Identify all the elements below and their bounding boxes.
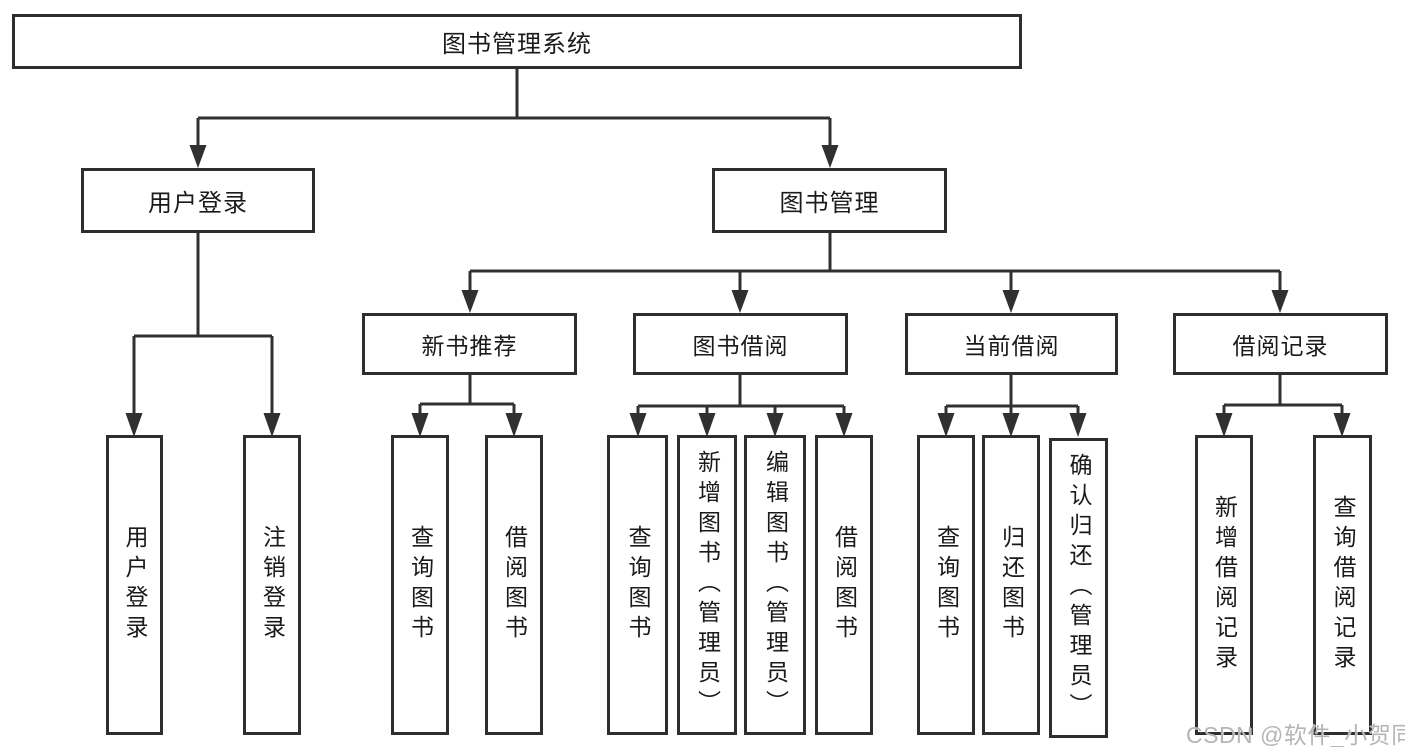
arrowhead-icon — [766, 413, 784, 437]
arrowhead-icon — [821, 145, 839, 168]
leaf-return-books: 归还图书 — [982, 435, 1040, 735]
leaf-query-books: 查询图书 — [917, 435, 975, 735]
leaf-query-borrow-record: 查询借阅记录 — [1313, 435, 1372, 735]
arrowhead-icon — [189, 145, 207, 168]
leaf-query-books: 查询图书 — [391, 435, 449, 735]
csdn-watermark: CSDN @软件_小贺同学 — [1186, 722, 1405, 747]
arrowhead-icon — [1002, 413, 1020, 437]
arrowhead-icon — [461, 290, 479, 313]
arrowhead-icon — [1271, 290, 1289, 313]
node-borrow-record: 借阅记录 — [1173, 313, 1388, 375]
node-book-borrow: 图书借阅 — [633, 313, 848, 375]
arrowhead-icon — [1002, 290, 1020, 313]
arrowhead-icon — [1215, 413, 1233, 437]
node-root-library-system: 图书管理系统 — [12, 14, 1022, 69]
leaf-logout: 注销登录 — [243, 435, 301, 735]
leaf-borrow-books: 借阅图书 — [815, 435, 873, 735]
arrowhead-icon — [125, 413, 143, 437]
leaf-query-books: 查询图书 — [607, 435, 668, 735]
leaf-add-books-admin: 新增图书（管理员） — [677, 435, 737, 735]
arrowhead-icon — [698, 413, 716, 437]
arrowhead-icon — [937, 413, 955, 437]
node-current-borrow: 当前借阅 — [905, 313, 1118, 375]
arrowhead-icons — [125, 145, 1351, 437]
leaf-user-login: 用户登录 — [106, 435, 163, 735]
arrowhead-icon — [731, 290, 749, 313]
arrowhead-icon — [263, 413, 281, 437]
node-new-book-recommend: 新书推荐 — [362, 313, 577, 375]
arrowhead-icon — [505, 413, 523, 437]
arrowhead-icon — [835, 413, 853, 437]
node-user-login: 用户登录 — [81, 168, 315, 233]
arrowhead-icon — [411, 413, 429, 437]
leaf-borrow-books: 借阅图书 — [485, 435, 543, 735]
node-book-management: 图书管理 — [712, 168, 947, 233]
leaf-add-borrow-record: 新增借阅记录 — [1195, 435, 1253, 735]
arrowhead-icon — [1333, 413, 1351, 437]
leaf-confirm-return-admin: 确认归还（管理员） — [1049, 438, 1108, 738]
leaf-edit-books-admin: 编辑图书（管理员） — [744, 435, 806, 735]
arrowhead-icon — [629, 413, 647, 437]
arrowhead-icon — [1069, 413, 1087, 437]
